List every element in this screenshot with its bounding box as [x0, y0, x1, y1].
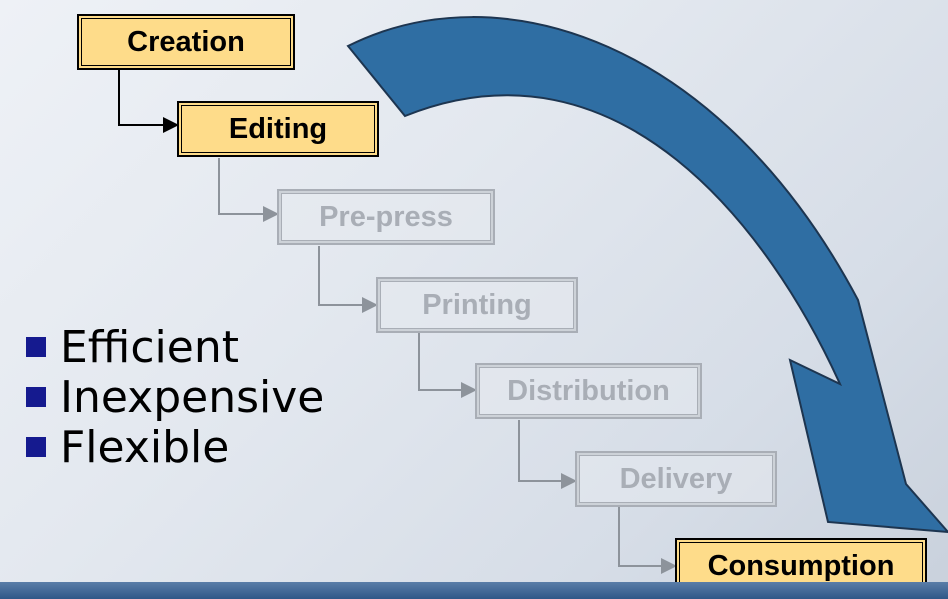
- bullet-square-icon: [26, 437, 46, 457]
- connector-prepress-printing: [318, 246, 378, 313]
- connector-printing-distribution: [418, 333, 477, 398]
- step-editing-label: Editing: [228, 112, 328, 145]
- bypass-arrow-shape: [346, 16, 948, 534]
- bullet-square-icon: [26, 387, 46, 407]
- step-distribution-label: Distribution: [507, 374, 670, 407]
- step-printing-label: Printing: [422, 288, 532, 321]
- benefit-item: Flexible: [26, 421, 324, 473]
- benefit-item: Efficient: [26, 321, 324, 373]
- step-editing: Editing: [177, 101, 379, 157]
- benefits-list: Efficient Inexpensive Flexible: [26, 321, 325, 473]
- step-pre-press-label: Pre-press: [319, 200, 453, 233]
- benefit-label: Efficient: [60, 321, 239, 373]
- connector-distribution-delivery: [518, 420, 577, 489]
- connector-editing-prepress: [218, 158, 279, 222]
- step-pre-press: Pre-press: [277, 189, 495, 245]
- step-creation: Creation: [77, 14, 295, 70]
- step-creation-label: Creation: [127, 25, 245, 58]
- connector-creation-editing: [118, 70, 179, 133]
- step-delivery: Delivery: [575, 451, 777, 507]
- step-printing: Printing: [376, 277, 578, 333]
- bottom-band: [0, 582, 948, 599]
- benefit-label: Flexible: [60, 421, 230, 473]
- connector-delivery-consumption: [618, 507, 677, 574]
- step-distribution: Distribution: [475, 363, 702, 419]
- bullet-square-icon: [26, 337, 46, 357]
- step-consumption-label: Consumption: [707, 549, 895, 582]
- step-delivery-label: Delivery: [619, 462, 733, 495]
- benefit-label: Inexpensive: [60, 371, 325, 423]
- benefit-item: Inexpensive: [26, 371, 325, 423]
